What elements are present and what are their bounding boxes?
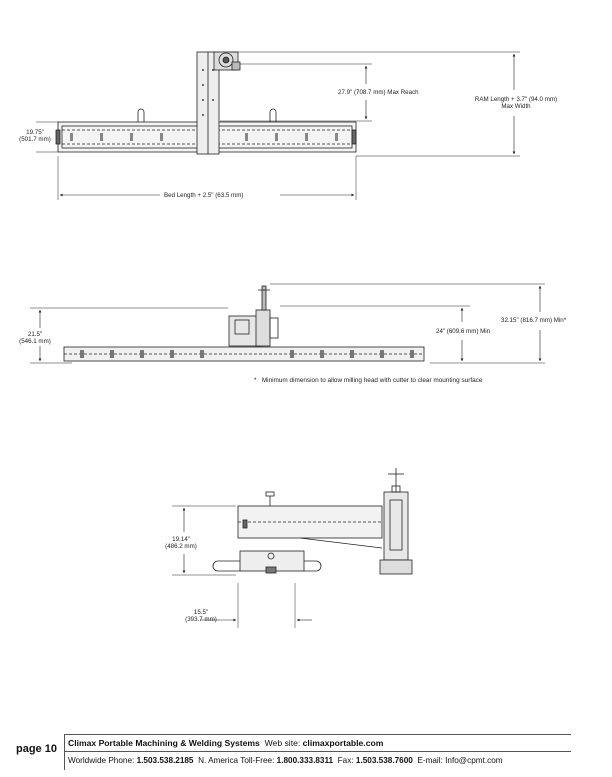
email-link[interactable]: Info@cpmt.com: [445, 756, 503, 765]
ram-length-line2: Max Width: [501, 103, 531, 110]
top-height-line2: (501.7 mm): [19, 136, 51, 143]
web-label: Web site:: [264, 738, 301, 748]
footer-contact-line: Worldwide Phone: 1.503.538.2185 N. Ameri…: [68, 756, 503, 765]
footer-divider-vertical: [64, 734, 65, 770]
fax-number: 1.503.538.7600: [355, 756, 413, 765]
min-24-label: 24" (609.6 mm) Min: [436, 328, 491, 335]
tollfree-label: N. America Toll-Free:: [198, 756, 275, 765]
footnote-text: Minimum dimension to allow milling head …: [261, 377, 483, 384]
max-reach-label: 27.9" (708.7 mm) Max Reach: [338, 89, 419, 96]
side-height-line1: 21.5": [27, 331, 43, 338]
end-height-label: 19.14" (486.2 mm): [160, 536, 202, 550]
bed-length-label: Bed Length + 2.5" (63.5 mm): [164, 192, 244, 199]
company-name: Climax Portable Machining & Welding Syst…: [68, 738, 260, 748]
footnote-asterisk: *: [254, 377, 257, 384]
page-number: page 10: [16, 743, 57, 755]
footer-company-line: Climax Portable Machining & Welding Syst…: [68, 738, 383, 748]
ram-length-label: RAM Length + 3.7" (94.0 mm) Max Width: [470, 96, 562, 110]
end-view-drawing: [172, 468, 413, 628]
phone-number: 1.503.538.2185: [136, 756, 194, 765]
top-height-line1: 19.75": [26, 129, 44, 136]
top-view-drawing: [36, 51, 520, 200]
footer-divider-top: [64, 734, 571, 735]
email-label: E-mail:: [417, 756, 443, 765]
footnote: * Minimum dimension to allow milling hea…: [254, 377, 482, 384]
side-height-line2: (546.1 mm): [19, 338, 51, 345]
side-view-drawing: [30, 283, 545, 364]
phone-label: Worldwide Phone:: [68, 756, 135, 765]
website-link[interactable]: climaxportable.com: [302, 738, 384, 748]
ram-length-line1: RAM Length + 3.7" (94.0 mm): [474, 96, 558, 103]
top-height-label: 19.75" (501.7 mm): [16, 129, 54, 143]
end-width-label: 15.5" (393.7 mm): [180, 609, 222, 623]
side-height-label: 21.5" (546.1 mm): [14, 331, 56, 345]
end-width-line2: (393.7 mm): [185, 616, 217, 623]
end-height-line2: (486.2 mm): [165, 543, 197, 550]
page-footer: page 10 Climax Portable Machining & Weld…: [0, 728, 612, 777]
end-height-line1: 19.14": [172, 536, 190, 543]
min-32-label: 32.15" (816.7 mm) Min*: [501, 317, 567, 324]
fax-label: Fax:: [337, 756, 354, 765]
end-width-line1: 15.5": [193, 609, 209, 616]
tollfree-number: 1.800.333.8311: [276, 756, 334, 765]
footer-divider-middle: [64, 751, 571, 752]
